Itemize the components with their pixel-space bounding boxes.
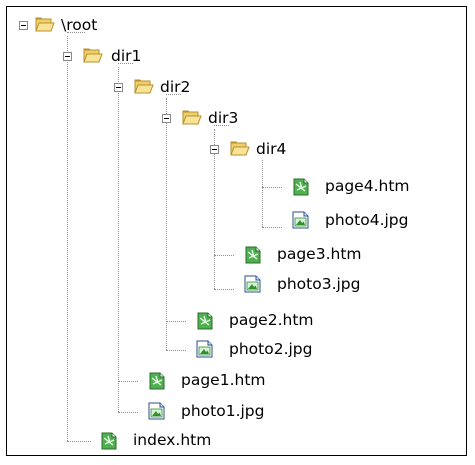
collapse-toggle-icon[interactable] (210, 145, 219, 154)
tree-connector-line (214, 255, 234, 256)
file-tree-view: \root dir1 dir2 dir3 (6, 6, 467, 456)
tree-connector-line (262, 160, 263, 227)
tree-node-label: photo3.jpg (277, 275, 361, 293)
tree-node-photo2[interactable]: photo2.jpg (195, 339, 355, 361)
tree-node-label: \root (61, 16, 98, 34)
tree-connector-line (67, 36, 68, 441)
tree-connector-line (118, 381, 138, 382)
tree-connector-line (262, 187, 282, 188)
tree-node-page3[interactable]: page3.htm (243, 244, 403, 266)
tree-node-label: dir4 (256, 140, 287, 158)
tree-node-index[interactable]: index.htm (99, 430, 259, 452)
tree-node-dir3[interactable]: dir3 (162, 108, 272, 130)
folder-open-icon (134, 79, 154, 94)
tree-connector-line (67, 441, 91, 442)
tree-connector-line (166, 98, 167, 350)
image-file-icon (148, 402, 165, 420)
collapse-toggle-icon[interactable] (63, 52, 72, 61)
tree-connector-line (67, 32, 85, 33)
collapse-toggle-icon[interactable] (19, 21, 28, 30)
tree-node-label: photo4.jpg (325, 211, 409, 229)
tree-node-label: photo2.jpg (229, 340, 313, 358)
image-file-icon (292, 211, 309, 229)
tree-connector-line (214, 289, 234, 290)
tree-connector-line (214, 129, 215, 289)
tree-node-dir2[interactable]: dir2 (114, 77, 224, 99)
tree-node-dir4[interactable]: dir4 (210, 139, 320, 161)
tree-connector-line (118, 63, 133, 64)
image-file-icon (244, 275, 261, 293)
tree-node-label: index.htm (133, 431, 212, 449)
tree-node-page4[interactable]: page4.htm (291, 176, 451, 198)
tree-node-label: page3.htm (277, 245, 362, 263)
tree-node-photo3[interactable]: photo3.jpg (243, 274, 403, 296)
tree-node-label: page4.htm (325, 177, 410, 195)
tree-node-photo1[interactable]: photo1.jpg (147, 401, 307, 423)
tree-node-root[interactable]: \root (19, 15, 159, 37)
html-file-icon (245, 246, 261, 264)
html-file-icon (293, 178, 309, 196)
tree-node-label: page2.htm (229, 311, 314, 329)
folder-open-icon (83, 48, 103, 63)
tree-node-label: dir3 (208, 109, 239, 127)
folder-open-icon (35, 17, 55, 32)
tree-node-label: page1.htm (181, 371, 266, 389)
html-file-icon (149, 372, 165, 390)
tree-connector-line (166, 350, 186, 351)
image-file-icon (196, 340, 213, 358)
tree-connector-line (262, 227, 282, 228)
tree-node-photo4[interactable]: photo4.jpg (291, 210, 451, 232)
tree-node-label: dir2 (160, 78, 191, 96)
tree-connector-line (118, 412, 138, 413)
collapse-toggle-icon[interactable] (162, 114, 171, 123)
tree-node-page1[interactable]: page1.htm (147, 370, 307, 392)
tree-node-dir1[interactable]: dir1 (63, 46, 173, 68)
tree-node-label: photo1.jpg (181, 402, 265, 420)
tree-node-page2[interactable]: page2.htm (195, 310, 355, 332)
tree-node-label: dir1 (111, 47, 142, 65)
folder-open-icon (182, 110, 202, 125)
tree-connector-line (214, 125, 229, 126)
html-file-icon (101, 432, 117, 450)
tree-connector-line (166, 321, 186, 322)
tree-connector-line (166, 94, 181, 95)
collapse-toggle-icon[interactable] (114, 83, 123, 92)
html-file-icon (197, 312, 213, 330)
tree-connector-line (118, 67, 119, 412)
folder-open-icon (230, 141, 250, 156)
